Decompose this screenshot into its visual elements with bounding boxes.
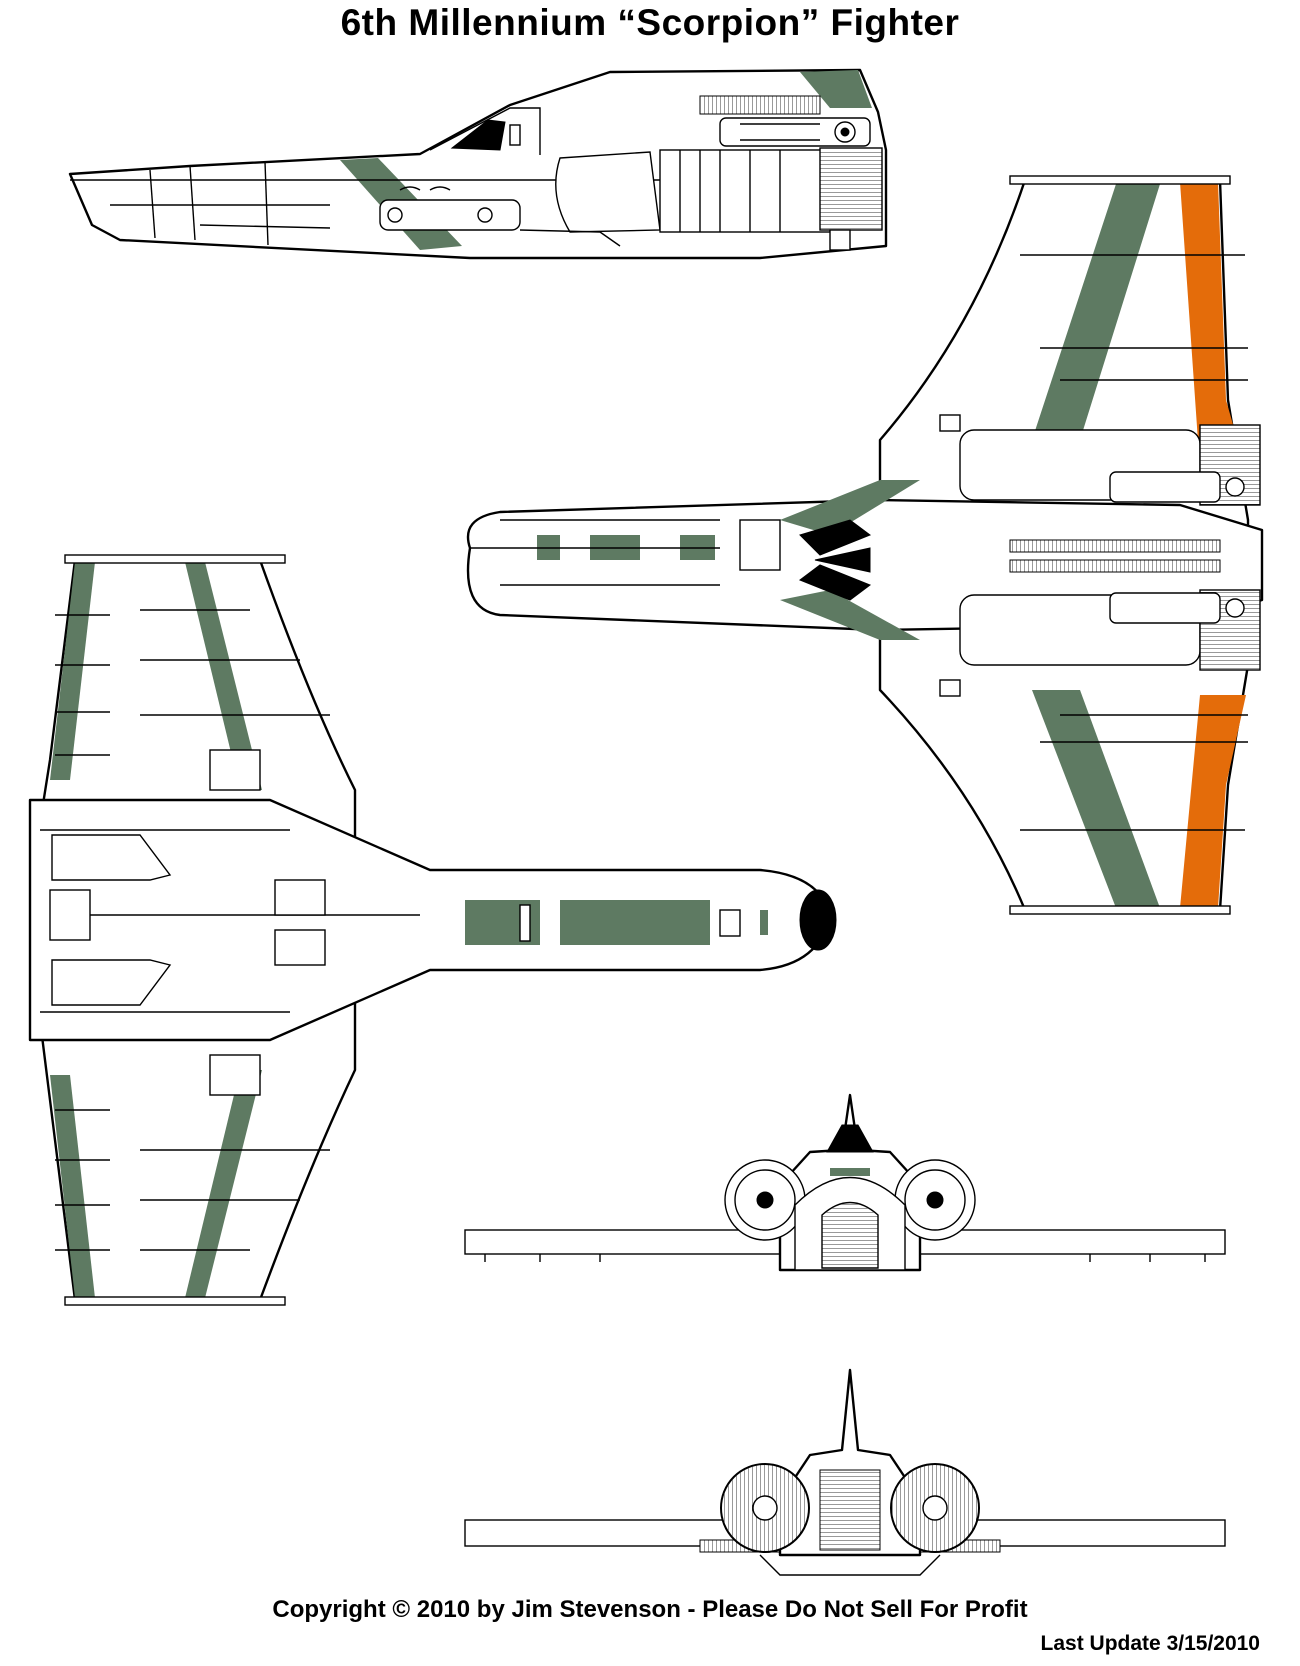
side-view — [68, 68, 888, 260]
blueprint-title: 6th Millennium “Scorpion” Fighter — [340, 2, 960, 43]
copyright-notice: Copyright © 2010 by Jim Stevenson - Plea… — [272, 1596, 1028, 1623]
top-view — [466, 175, 1264, 915]
last-update-date: Last Update 3/15/2010 — [1040, 1632, 1260, 1655]
front-view — [464, 1093, 1226, 1272]
bottom-view — [28, 554, 837, 1306]
rear-view — [464, 1368, 1226, 1576]
